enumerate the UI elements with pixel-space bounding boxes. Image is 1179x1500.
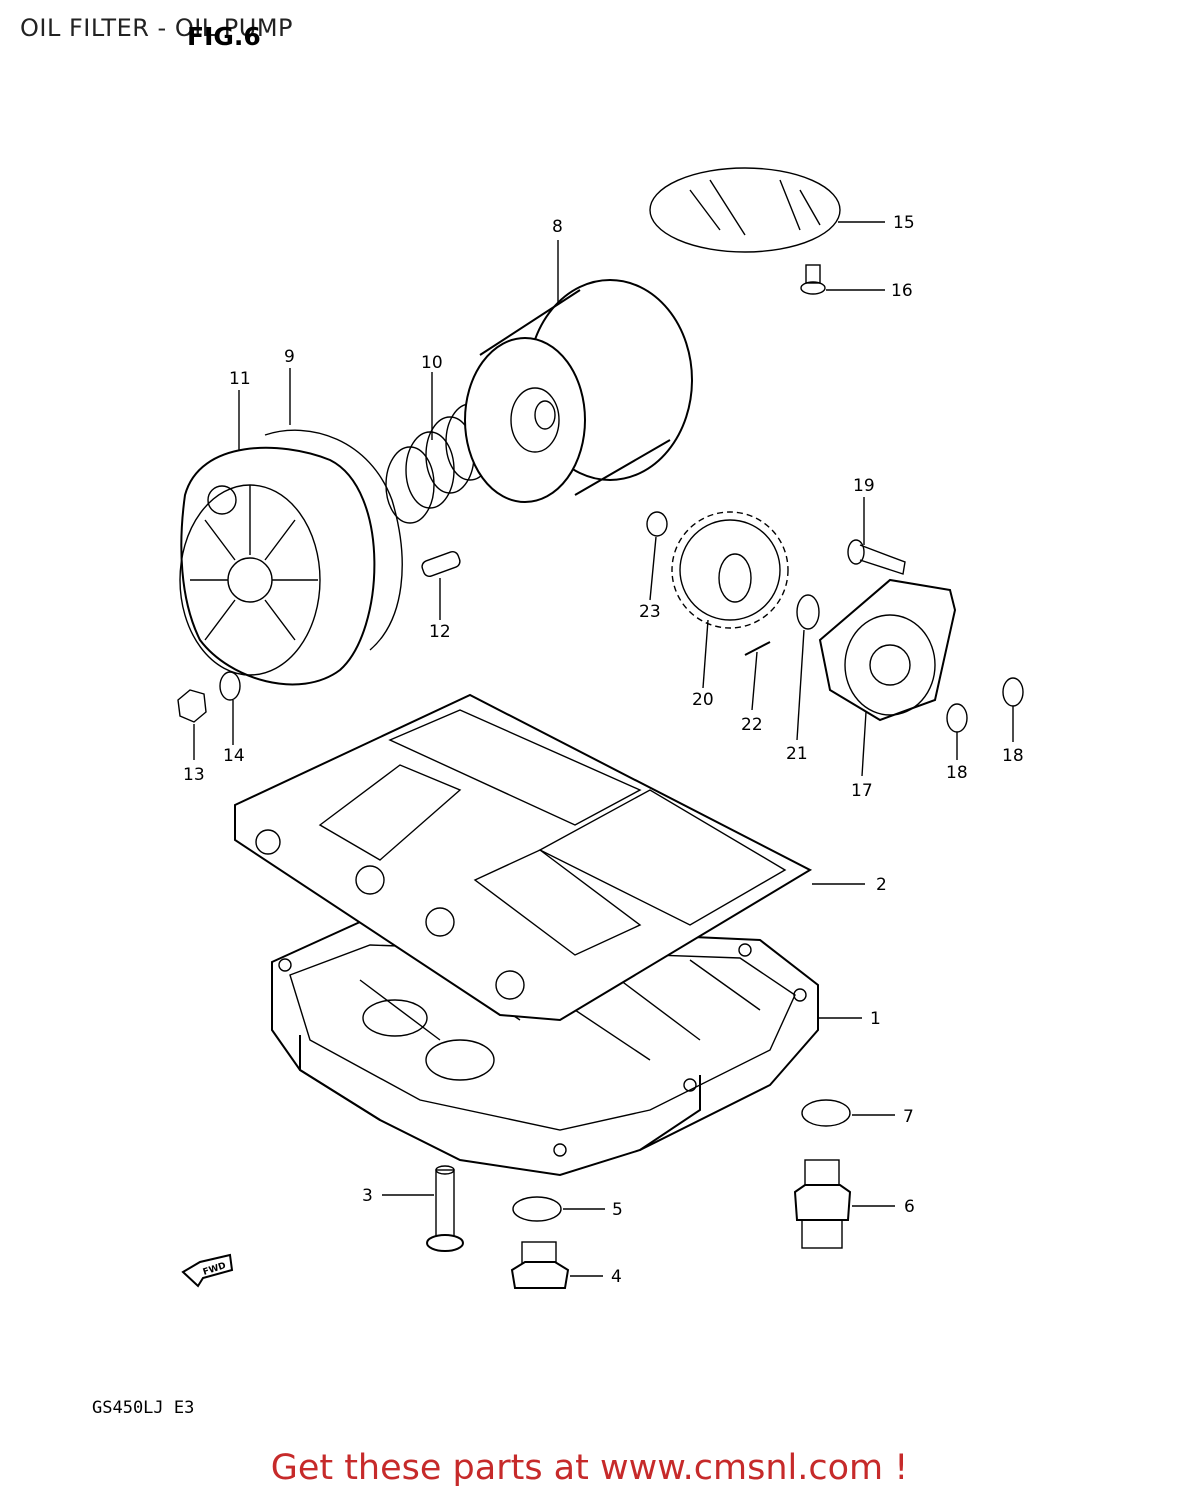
part-number-labels: 1 2 3 4 5 6 7 8 9 10 11 12 13 14 15 16 1…: [183, 213, 1024, 1287]
oil-pressure-switch: [793, 1159, 852, 1249]
label-5: 5: [612, 1200, 623, 1220]
circlip: [646, 511, 668, 537]
label-2: 2: [876, 875, 887, 895]
o-ring-switch: [801, 1099, 851, 1127]
dowel-pin: [421, 550, 461, 578]
oil-strainer: [649, 167, 841, 253]
label-1: 1: [870, 1009, 881, 1029]
label-11: 11: [229, 369, 251, 389]
o-ring-small: [1002, 677, 1024, 707]
label-16: 16: [891, 281, 913, 301]
o-ring-small: [946, 703, 968, 733]
label-22: 22: [741, 715, 763, 735]
pump-bolt: [847, 539, 906, 575]
label-10: 10: [421, 353, 443, 373]
label-9: 9: [284, 347, 295, 367]
oil-pan-gasket: [234, 693, 813, 1022]
o-ring: [264, 429, 403, 651]
label-21: 21: [786, 744, 808, 764]
footer-link-text: Get these parts at www.cmsnl.com !: [270, 1448, 909, 1488]
label-13: 13: [183, 765, 205, 785]
label-19: 19: [853, 476, 875, 496]
pin: [744, 641, 771, 656]
thrust-washer: [796, 594, 820, 630]
cap-nut: [177, 689, 207, 723]
oil-pump-gear: [671, 511, 789, 629]
fwd-arrow-icon: [181, 1253, 234, 1288]
washer: [219, 671, 241, 701]
page-title: OIL FILTER - OIL PUMP: [20, 14, 294, 42]
oil-filter-cover: [179, 446, 376, 686]
drain-plug-gasket: [512, 1196, 562, 1222]
pan-bolt: [426, 1165, 464, 1252]
label-12: 12: [429, 622, 451, 642]
label-7: 7: [903, 1107, 914, 1127]
label-18b: 18: [1002, 746, 1024, 766]
label-20: 20: [692, 690, 714, 710]
label-4: 4: [611, 1267, 622, 1287]
model-code: GS450LJ E3: [92, 1398, 195, 1418]
label-23: 23: [639, 602, 661, 622]
oil-filter-element: [464, 279, 693, 503]
label-3: 3: [362, 1186, 373, 1206]
label-17: 17: [851, 781, 873, 801]
figure-number: FIG.6: [187, 22, 261, 51]
label-18a: 18: [946, 763, 968, 783]
leader-lines: [193, 221, 1014, 1277]
label-8: 8: [552, 217, 563, 237]
label-15: 15: [893, 213, 915, 233]
drain-plug: [510, 1241, 570, 1289]
label-6: 6: [904, 1197, 915, 1217]
oil-pump: [818, 578, 957, 722]
strainer-screw: [800, 264, 826, 295]
label-14: 14: [223, 746, 245, 766]
